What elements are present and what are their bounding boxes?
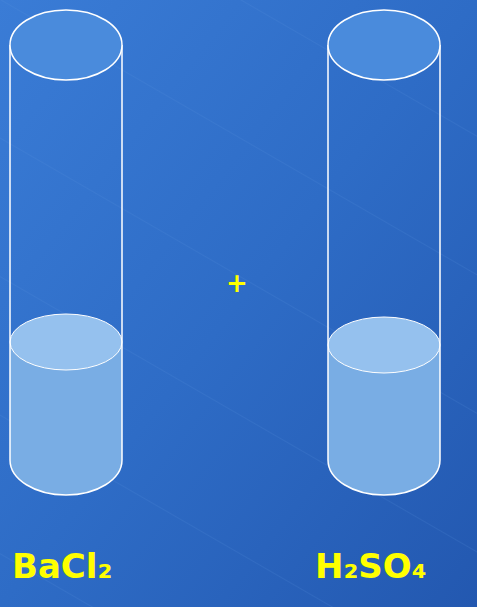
liquid-surface <box>10 314 122 370</box>
test-tube: H₂SO₄ <box>290 0 477 607</box>
glass-wall <box>10 45 122 495</box>
liquid-surface <box>328 317 440 373</box>
formula-label: BaCl₂ <box>12 548 112 585</box>
tube-outline <box>0 0 200 607</box>
formula-label: H₂SO₄ <box>315 548 427 585</box>
tube-mouth <box>328 10 440 80</box>
tube-outline <box>290 0 477 607</box>
glass-wall <box>328 45 440 495</box>
tube-mouth <box>10 10 122 80</box>
test-tube: BaCl₂ <box>0 0 200 607</box>
plus-sign: + <box>226 270 248 296</box>
